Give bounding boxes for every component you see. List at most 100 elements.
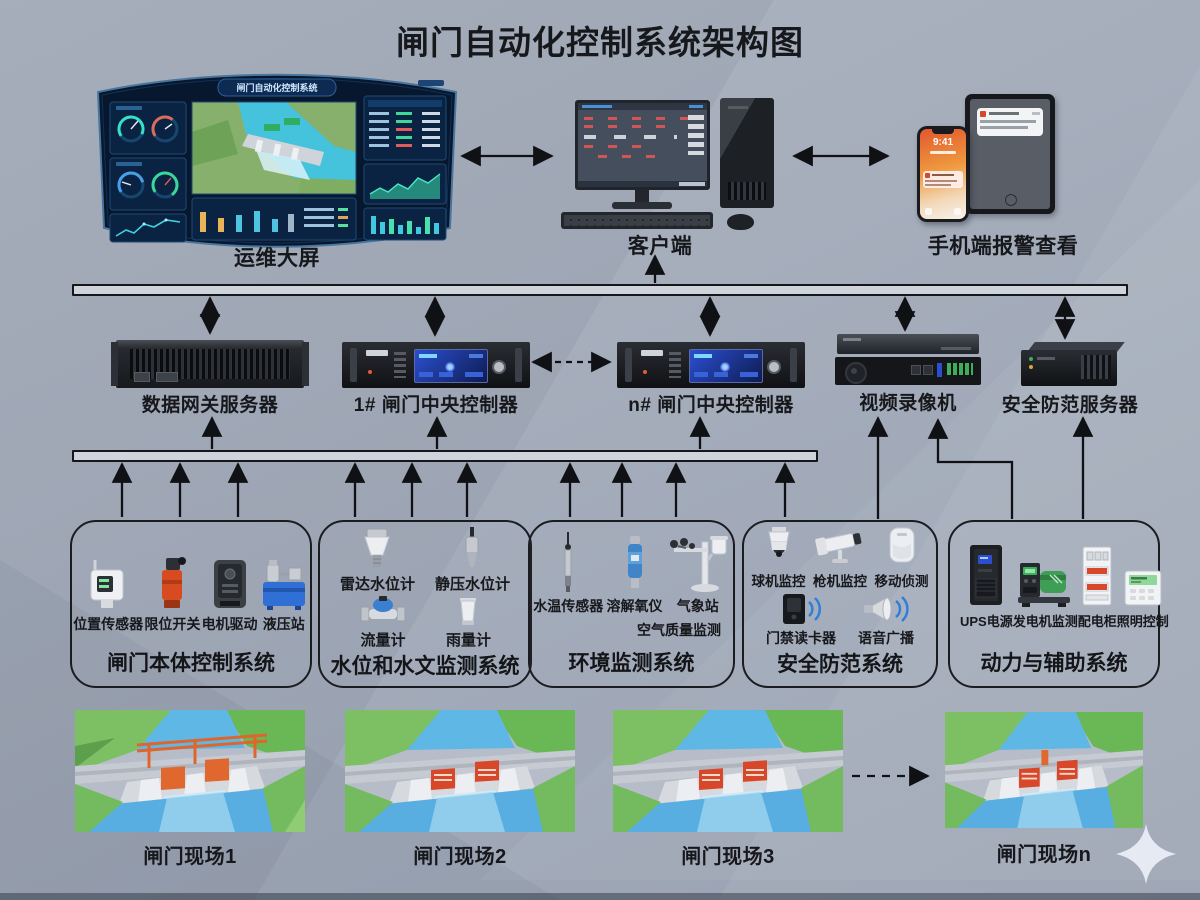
device-motor-drive: 电机驱动: [202, 556, 258, 634]
device-pressure-level: 静压水位计: [435, 527, 510, 594]
device-voice-broadcast: 语音广播: [858, 592, 914, 648]
mobile-devices: 9:41: [905, 90, 1135, 240]
gate-banner: [431, 760, 499, 790]
server-label: 1# 闸门中央控制器: [353, 395, 519, 416]
client-monitor: [575, 100, 710, 190]
device-power-cabinet: 配电柜: [1078, 545, 1117, 630]
water-temp-sensor-icon: [564, 532, 572, 592]
client-monitor-screen: [578, 103, 707, 187]
security-server-box: [1021, 342, 1125, 386]
ups-icon: [970, 545, 1003, 605]
dashboard-bottom-panel: [191, 197, 357, 241]
gate-site-n: 闸门现场n: [945, 712, 1143, 870]
dashboard-line-chart: [109, 213, 187, 243]
motion-detector-icon: [889, 527, 914, 563]
rain-gauge-icon: [460, 598, 477, 625]
subsystem-title: 环境监测系统: [568, 652, 695, 675]
dashboard-area-chart: [363, 163, 447, 205]
client-keyboard: [561, 212, 713, 229]
nvr-unit-top: [837, 334, 979, 354]
device-access-reader: 门禁读卡器: [766, 592, 836, 648]
voice-broadcast-icon: [864, 596, 909, 622]
network-bus-field: [72, 450, 818, 462]
rack-controller: [617, 342, 805, 388]
subsystem-security-system: 球机监控 枪机监控: [742, 520, 938, 688]
client-label: 客户端: [627, 235, 693, 258]
dashboard-gauge-panel: [109, 157, 187, 211]
device-radar-level: 雷达水位计: [340, 527, 415, 594]
dome-camera-icon: [767, 527, 790, 557]
nvr-unit-bottom: [835, 357, 981, 385]
server-label: n# 闸门中央控制器: [628, 395, 794, 416]
gate-site-scene: [613, 710, 843, 832]
server-security: 安全防范服务器: [995, 336, 1145, 416]
server-gate-controller-1: 1# 闸门中央控制器: [342, 336, 530, 416]
gate-banner: [1019, 759, 1078, 789]
gate-site-scene: [945, 712, 1143, 828]
subsystem-environment: 水温传感器 溶解氧仪: [528, 520, 735, 688]
gate-site-label: 闸门现场3: [681, 846, 775, 868]
device-flow-meter: 流量计: [359, 595, 407, 650]
gate-site-label: 闸门现场1: [143, 846, 237, 868]
phone: 9:41: [917, 126, 969, 222]
dissolved-oxygen-icon: [627, 536, 642, 588]
dashboard-title: 闸门自动化控制系统: [236, 82, 317, 93]
network-bus-top: [72, 284, 1128, 296]
pressure-level-icon: [465, 527, 479, 567]
client-mouse: [727, 214, 754, 230]
device-dissolved-oxygen: 溶解氧仪: [607, 534, 663, 616]
page-title: 闸门自动化控制系统架构图: [396, 24, 804, 61]
subsystem-title: 闸门本体控制系统: [107, 652, 275, 675]
hydraulic-station-icon: [262, 560, 305, 610]
device-rain-gauge: 雨量计: [446, 595, 491, 650]
client-monitor-stand: [635, 190, 649, 203]
limit-switch-icon: [162, 557, 187, 608]
server-label: 安全防范服务器: [1001, 395, 1139, 416]
server-nvr: 视频录像机: [833, 330, 983, 414]
subsystem-gate-body-control: 位置传感器 限位开关: [70, 520, 312, 688]
device-ups: UPS电源: [960, 543, 1013, 630]
device-weather-station: 气象站: [666, 534, 730, 616]
subsystem-power-auxiliary: UPS电源 发电机监测: [948, 520, 1169, 688]
flow-meter-icon: [360, 596, 406, 622]
subsystem-title: 安全防范系统: [777, 653, 903, 676]
sparkle-icon: [1116, 824, 1176, 884]
gantry-crane: [136, 733, 268, 768]
device-bullet-camera: 枪机监控: [813, 526, 867, 590]
tablet-notification-card: [977, 108, 1043, 136]
radar-level-icon: [364, 528, 391, 567]
server-label: 数据网关服务器: [141, 395, 279, 416]
device-motion-detector: 移动侦测: [875, 526, 929, 590]
gate-site-scene: [75, 710, 305, 832]
server-data-gateway: 数据网关服务器: [111, 336, 309, 416]
ops-big-screen: 闸门自动化控制系统: [96, 73, 458, 248]
phone-time: 9:41: [932, 137, 953, 148]
dashboard-gauge-panel: [109, 101, 187, 155]
device-hydraulic-station: 液压站: [259, 558, 309, 634]
gate-banner: [699, 760, 767, 790]
subsystem-title: 动力与辅助系统: [980, 652, 1128, 675]
lighting-control-icon: [1124, 570, 1162, 606]
tablet: [965, 94, 1055, 214]
gate-site-label: 闸门现场2: [413, 846, 507, 868]
position-sensor-icon: [90, 560, 124, 608]
dashboard-table-panel: [363, 95, 447, 161]
client-workstation: [555, 92, 855, 238]
mobile-label: 手机端报警查看: [927, 235, 1079, 258]
subsystem-water-level: 雷达水位计 静压水位计 流量计: [318, 520, 532, 688]
dashboard-bar-chart: [363, 207, 447, 241]
phone-notification-banner: [923, 171, 963, 188]
gate-site-2: 闸门现场2: [345, 710, 575, 870]
air-quality-label: 空气质量监测: [637, 622, 721, 638]
connector-power-nvr: [927, 418, 1014, 519]
controller-lcd: [414, 349, 488, 383]
gate-site-label: 闸门现场n: [996, 844, 1092, 866]
device-position-sensor: 位置传感器: [73, 558, 143, 634]
generator-icon: [1018, 563, 1071, 607]
rack-server: [111, 340, 309, 388]
dashboard-dam-view: [191, 101, 357, 195]
client-tower: [720, 98, 774, 208]
client-monitor-base: [612, 202, 672, 209]
server-gate-controller-n: n# 闸门中央控制器: [617, 336, 805, 416]
